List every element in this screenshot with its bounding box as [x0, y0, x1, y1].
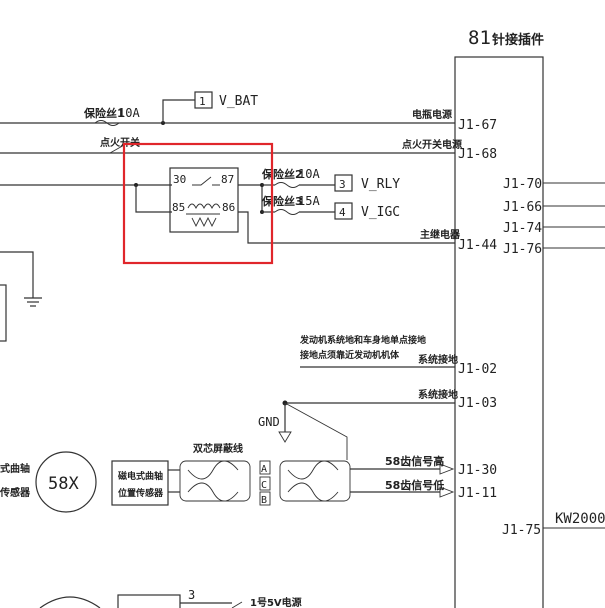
- sensor-side-line-1: 式曲轴: [0, 462, 30, 475]
- terminal-1: [194, 91, 213, 109]
- terminal-3: [334, 174, 353, 192]
- terminal-1-num: 1: [199, 95, 206, 108]
- terminal-4: [334, 202, 353, 220]
- plug-pin-a: A: [261, 464, 267, 475]
- note-line-1: 发动机系统地和车身地单点接地: [299, 334, 426, 346]
- fuse1-symbol: [94, 120, 120, 126]
- highlight-box: [122, 142, 274, 265]
- sensor-side-line-2: 传感器: [0, 486, 31, 499]
- ground-label: GND: [258, 415, 280, 429]
- fuse2-name: 保险丝2: [261, 167, 303, 181]
- shield-segment-right: [279, 460, 351, 502]
- ecu-label: KW2000: [555, 511, 605, 527]
- sensor-badge: 58X: [48, 474, 79, 494]
- shield-label: 双芯屏蔽线: [193, 442, 243, 455]
- label-sig-low: 58齿信号低: [385, 478, 444, 492]
- connector-label: 针接插件: [491, 32, 544, 48]
- fuse1-name: 保险丝1: [83, 106, 125, 120]
- label-sys-ground-2: 系统接地: [418, 388, 458, 401]
- sensor-badge-circle: [35, 451, 97, 513]
- pin-j1-75: J1-75: [502, 523, 541, 538]
- relay-contact-symbol: [192, 176, 220, 186]
- relay-coil-symbol: [186, 203, 221, 215]
- connector-pin-count: 81: [468, 27, 491, 49]
- pin-j1-11: J1-11: [458, 486, 497, 501]
- relay-pin-30: 30: [173, 173, 186, 186]
- terminal-3-num: 3: [339, 178, 346, 191]
- shield-segment-left: [179, 460, 251, 502]
- label-sig-high: 58齿信号高: [385, 454, 444, 468]
- fuse3-name: 保险丝3: [261, 194, 303, 208]
- pin-j1-66: J1-66: [503, 200, 542, 215]
- pin-j1-70: J1-70: [503, 177, 542, 192]
- label-battery: 电瓶电源: [412, 108, 452, 121]
- sensor-box-line-1: 磁电式曲轴: [118, 470, 163, 482]
- terminal-4-signal: V_IGC: [361, 205, 400, 220]
- pin-j1-74: J1-74: [503, 221, 542, 236]
- terminal-4-num: 4: [339, 206, 346, 219]
- relay-box: [169, 167, 239, 233]
- plug-pin-c: C: [261, 480, 267, 491]
- ignition-switch-label: 点火开关: [100, 136, 140, 149]
- plug-pin-b: B: [261, 495, 267, 506]
- relay-pin-85: 85: [172, 201, 185, 214]
- pin-j1-44: J1-44: [458, 238, 497, 253]
- bottom-label: 1号5V电源: [250, 596, 302, 608]
- sensor-box-line-2: 位置传感器: [118, 487, 164, 499]
- pin-j1-68: J1-68: [458, 147, 497, 162]
- pin-j1-03: J1-03: [458, 396, 497, 411]
- label-ignition: 点火开关电源: [402, 138, 462, 151]
- fuse3-symbol: [274, 209, 300, 215]
- terminal-1-signal: V_BAT: [219, 94, 258, 109]
- connector-body: [454, 56, 544, 608]
- label-sys-ground-1: 系统接地: [418, 353, 458, 366]
- label-main-relay: 主继电器: [420, 228, 461, 241]
- pin-j1-30: J1-30: [458, 463, 497, 478]
- fuse1-rating: 10A: [118, 106, 140, 120]
- relay-pin-87: 87: [221, 173, 234, 186]
- terminal-3-signal: V_RLY: [361, 177, 400, 192]
- pin-j1-76: J1-76: [503, 242, 542, 257]
- fuse2-symbol: [274, 182, 300, 188]
- sensor-box: [111, 460, 169, 506]
- fuse2-rating: 10A: [298, 167, 320, 181]
- relay-pin-86: 86: [222, 201, 235, 214]
- fuse3-rating: 15A: [298, 194, 320, 208]
- bottom-num: 3: [188, 588, 195, 602]
- note-line-2: 接地点须靠近发动机机体: [300, 349, 400, 361]
- pin-j1-02: J1-02: [458, 362, 497, 377]
- pin-j1-67: J1-67: [458, 118, 497, 133]
- ground-arrow: [278, 431, 292, 443]
